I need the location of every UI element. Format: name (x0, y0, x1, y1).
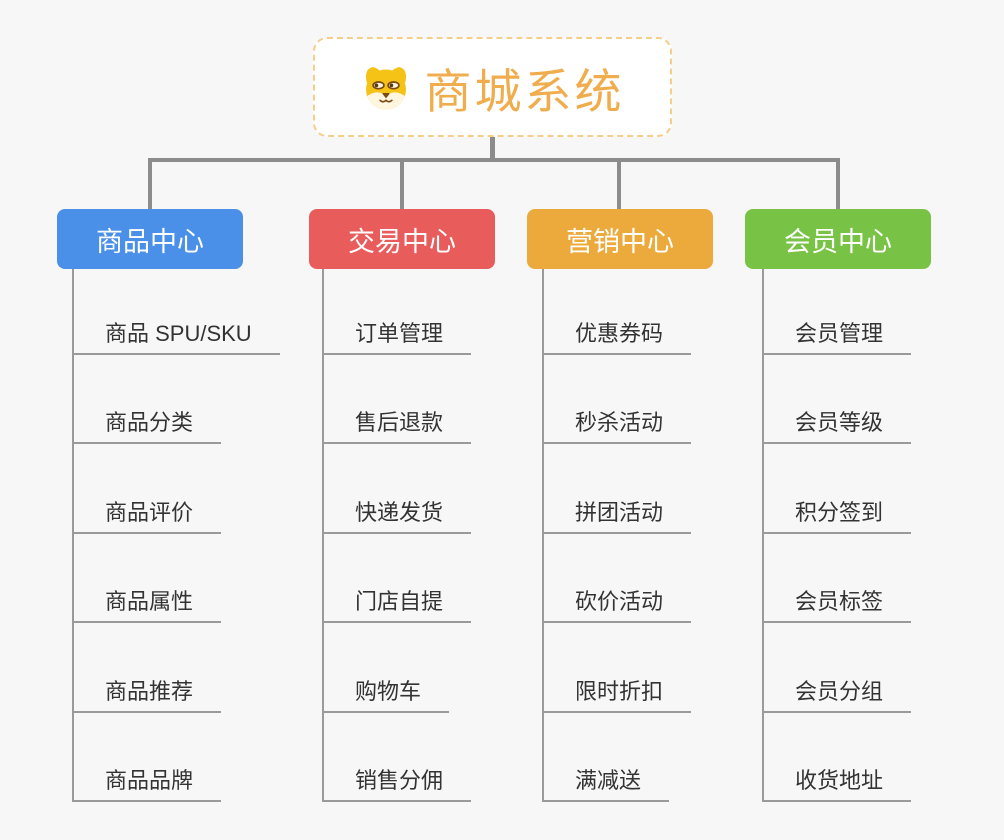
leaf-node[interactable]: 快递发货 (322, 494, 472, 534)
leaf-node[interactable]: 商品推荐 (72, 673, 222, 713)
child-trunk-connector (542, 269, 544, 802)
child-trunk-connector (762, 269, 764, 802)
leaf-node[interactable]: 秒杀活动 (542, 404, 692, 444)
branch-drop-connector (836, 160, 840, 209)
leaf-node[interactable]: 售后退款 (322, 404, 472, 444)
leaf-node[interactable]: 会员分组 (762, 673, 912, 713)
leaf-node[interactable]: 会员等级 (762, 404, 912, 444)
leaf-node[interactable]: 商品分类 (72, 404, 222, 444)
shiba-dog-icon (365, 67, 406, 110)
leaf-node[interactable]: 商品品牌 (72, 762, 222, 802)
leaf-node[interactable]: 订单管理 (322, 315, 472, 355)
leaf-node[interactable]: 满减送 (542, 762, 670, 802)
leaf-node[interactable]: 商品 SPU/SKU (72, 315, 280, 355)
leaf-node[interactable]: 会员管理 (762, 315, 912, 355)
root-stem-connector (490, 137, 495, 160)
leaf-node[interactable]: 限时折扣 (542, 673, 692, 713)
branch-label: 营销中心 (566, 226, 674, 257)
leaf-node[interactable]: 积分签到 (762, 494, 912, 534)
trunk-connector (148, 158, 840, 162)
leaf-node[interactable]: 收货地址 (762, 762, 912, 802)
root-title: 商城系统 (424, 64, 625, 118)
leaf-node[interactable]: 商品属性 (72, 583, 222, 623)
branch-node-member-center[interactable]: 会员中心 (745, 209, 931, 269)
branch-label: 商品中心 (96, 226, 204, 257)
leaf-node[interactable]: 会员标签 (762, 583, 912, 623)
branch-node-product-center[interactable]: 商品中心 (57, 209, 243, 269)
branch-node-marketing-center[interactable]: 营销中心 (527, 209, 713, 269)
branch-drop-connector (148, 160, 152, 209)
branch-drop-connector (617, 160, 621, 209)
child-trunk-connector (322, 269, 324, 802)
leaf-node[interactable]: 优惠券码 (542, 315, 692, 355)
branch-node-trade-center[interactable]: 交易中心 (309, 209, 495, 269)
branch-drop-connector (400, 160, 404, 209)
leaf-node[interactable]: 门店自提 (322, 583, 472, 623)
branch-label: 交易中心 (348, 226, 456, 257)
root-node[interactable]: 商城系统 (313, 37, 672, 137)
branch-label: 会员中心 (784, 226, 892, 257)
leaf-node[interactable]: 拼团活动 (542, 494, 692, 534)
leaf-node[interactable]: 砍价活动 (542, 583, 692, 623)
child-trunk-connector (72, 269, 74, 802)
leaf-node[interactable]: 商品评价 (72, 494, 222, 534)
leaf-node[interactable]: 购物车 (322, 673, 450, 713)
leaf-node[interactable]: 销售分佣 (322, 762, 472, 802)
